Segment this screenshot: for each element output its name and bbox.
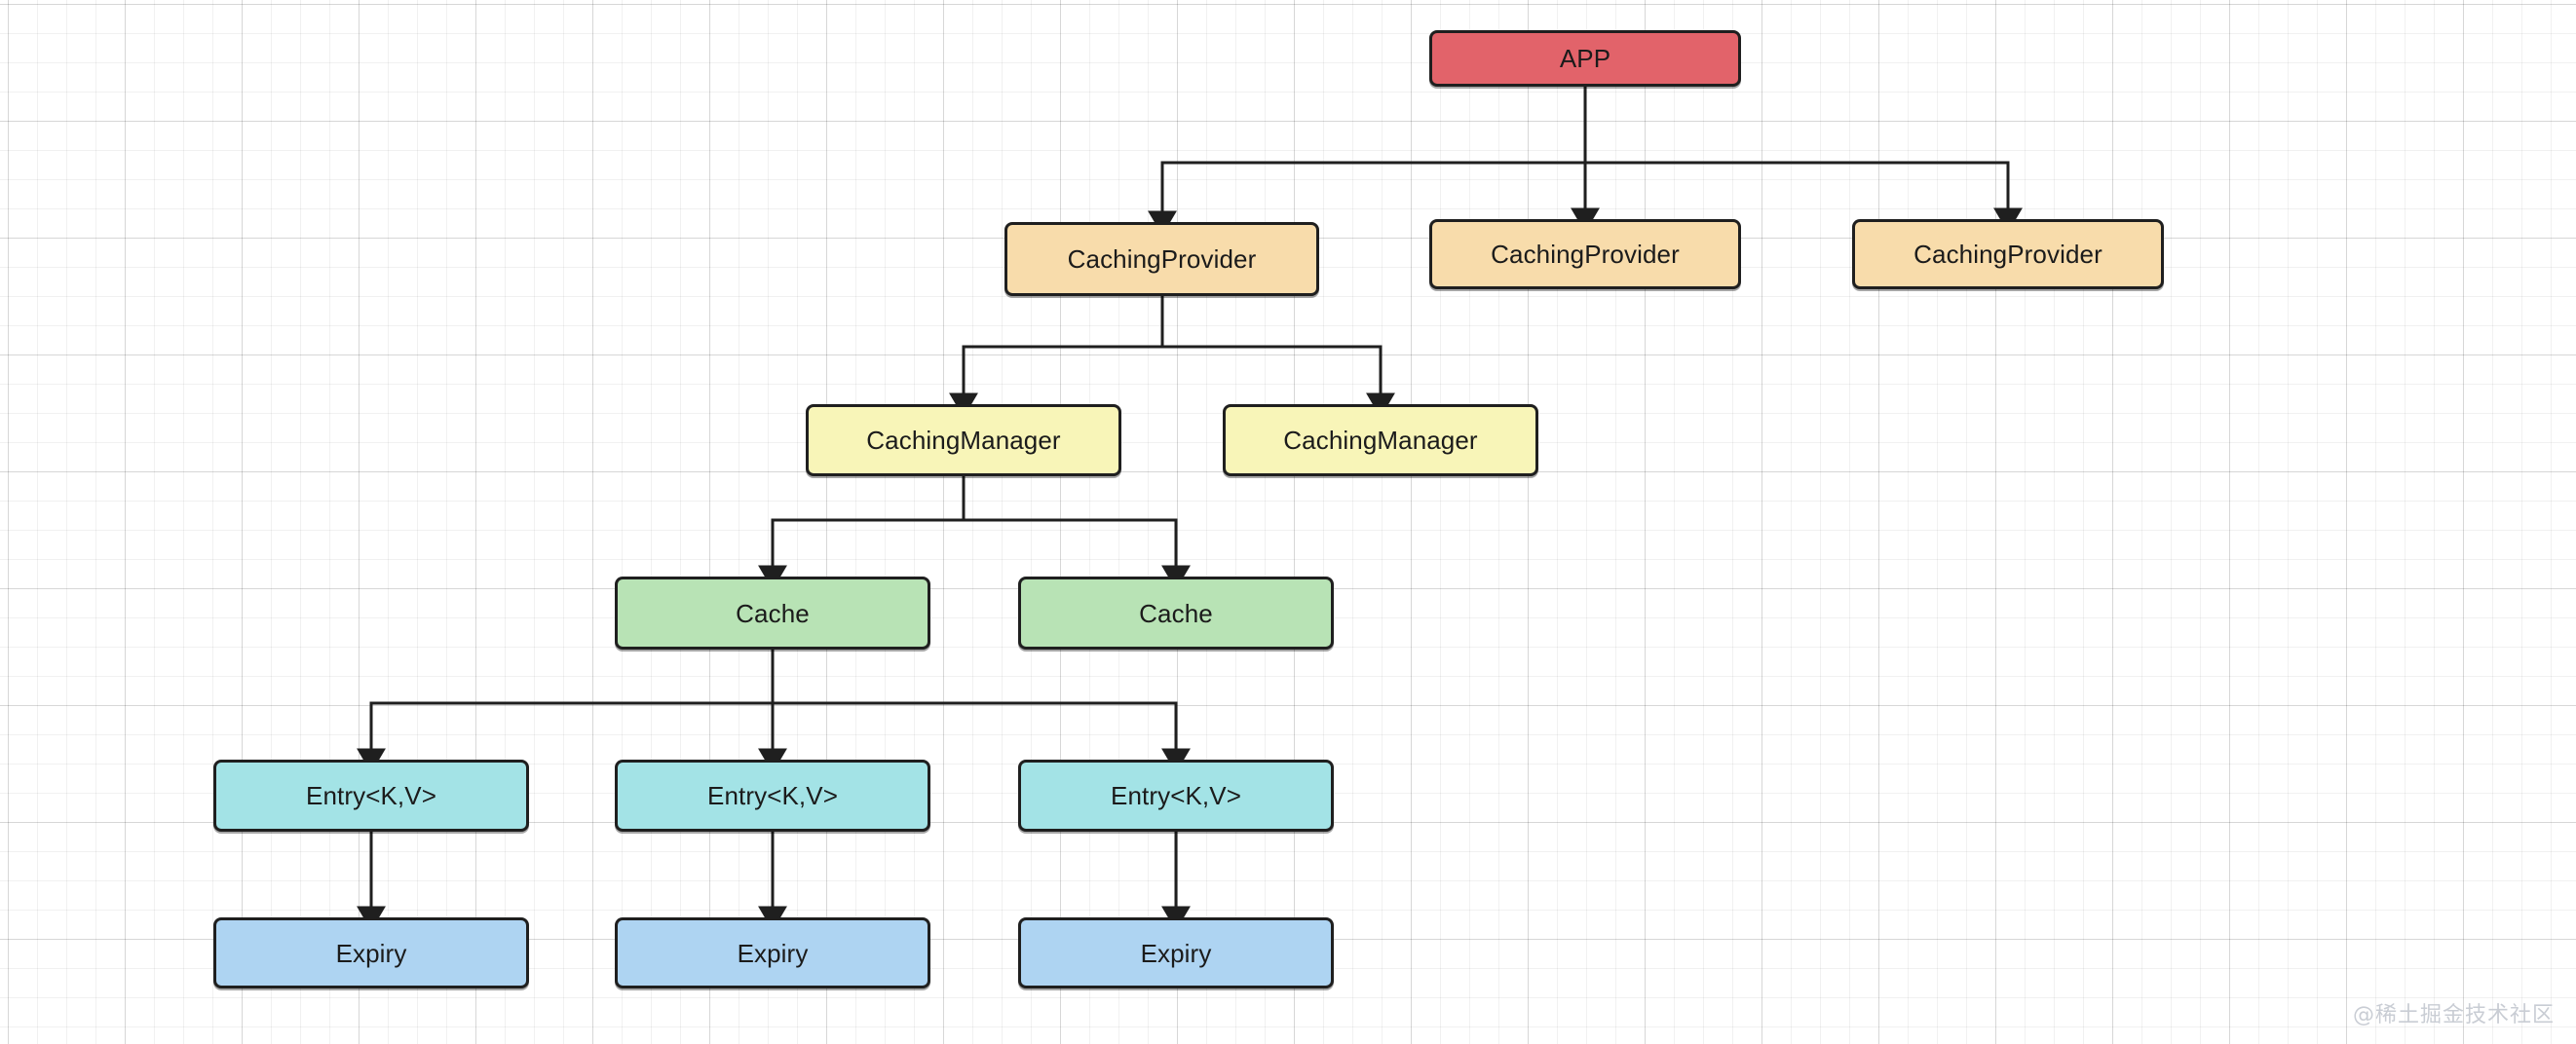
node-label: CachingManager xyxy=(866,426,1061,455)
node-cache2[interactable]: Cache xyxy=(1018,577,1334,650)
connector-cache1-to-entry3 xyxy=(771,650,1191,773)
node-entry1[interactable]: Entry<K,V> xyxy=(213,760,529,832)
node-label: Entry<K,V> xyxy=(306,781,436,810)
node-label: CachingManager xyxy=(1283,426,1478,455)
node-label: Expiry xyxy=(1140,938,1212,968)
connector-cp1-to-cm2 xyxy=(1160,296,1395,418)
node-cm2[interactable]: CachingManager xyxy=(1223,404,1538,476)
node-expiry2[interactable]: Expiry xyxy=(615,917,930,988)
connector-cache1-to-entry1 xyxy=(357,650,775,773)
node-label: Expiry xyxy=(335,938,407,968)
node-label: Entry<K,V> xyxy=(707,781,838,810)
node-entry2[interactable]: Entry<K,V> xyxy=(615,760,930,832)
node-label: APP xyxy=(1559,44,1611,73)
connector-app-to-cp1 xyxy=(1148,87,1587,236)
node-label: CachingProvider xyxy=(1913,240,2102,269)
connector-cm1-to-cache1 xyxy=(758,476,966,590)
watermark: @稀土掘金技术社区 xyxy=(2352,1003,2555,1027)
node-label: Entry<K,V> xyxy=(1111,781,1241,810)
node-cp2[interactable]: CachingProvider xyxy=(1429,219,1741,289)
node-label: CachingProvider xyxy=(1491,240,1680,269)
connector-cp1-to-cm1 xyxy=(949,296,1164,418)
node-label: CachingProvider xyxy=(1067,244,1257,274)
node-expiry3[interactable]: Expiry xyxy=(1018,917,1334,988)
node-cache1[interactable]: Cache xyxy=(615,577,930,650)
connector-cm1-to-cache2 xyxy=(962,476,1191,590)
node-cp3[interactable]: CachingProvider xyxy=(1852,219,2164,289)
connector-app-to-cp3 xyxy=(1583,87,2023,233)
node-cm1[interactable]: CachingManager xyxy=(806,404,1121,476)
node-label: Cache xyxy=(736,598,810,628)
node-label: Expiry xyxy=(737,938,809,968)
node-entry3[interactable]: Entry<K,V> xyxy=(1018,760,1334,832)
node-label: Cache xyxy=(1139,598,1213,628)
node-app[interactable]: APP xyxy=(1429,30,1741,87)
node-cp1[interactable]: CachingProvider xyxy=(1004,222,1319,296)
node-expiry1[interactable]: Expiry xyxy=(213,917,529,988)
